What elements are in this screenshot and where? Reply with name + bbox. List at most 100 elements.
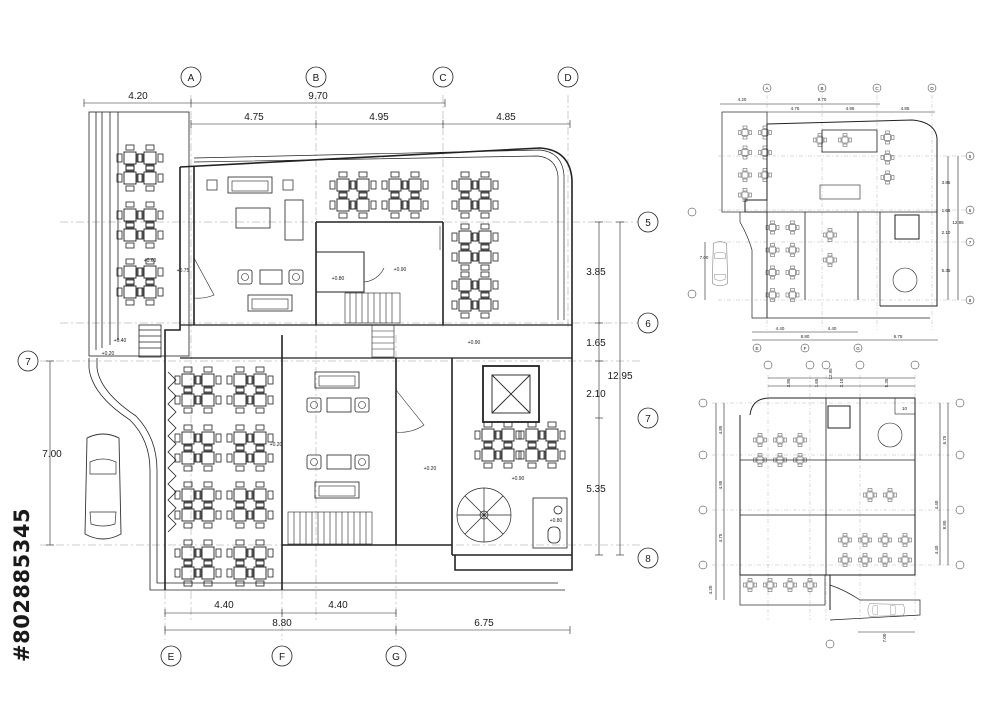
main-plan-labels: A B C D E F G 5 6 7 8 7 4.20 9.70 4.75 4… [25,73,651,663]
sp1-grid-b: B [820,86,823,91]
sp1-grid-d: D [930,86,934,91]
sp1-dim-10: 5.35 [942,268,951,273]
dim-top-2: 9.70 [308,91,328,102]
sp2-dim-6: 4.85 [718,425,723,434]
sp2-dim-11: 4.40 [934,500,939,509]
sp1-dim-14: 8.80 [801,334,810,339]
doors [193,226,441,433]
grid-label-e: E [168,652,175,663]
sp2-dim-8: 4.75 [718,533,723,542]
sp1-grid-8: 8 [969,298,972,303]
level-3: +0.40 [114,338,127,344]
dim-bay-2: 4.95 [369,112,389,123]
grid-label-7: 7 [645,414,651,425]
terrace-outline [88,111,190,358]
sp2-dim-12: 8.80 [942,520,947,529]
small-plan-2: 10 [698,360,965,649]
grid-label-6: 6 [645,319,651,330]
grid-label-g: G [392,652,400,663]
sp1-grid-6: 6 [969,208,972,213]
dim-right-3: 2.10 [586,389,606,400]
sp1-grid-c: C [875,86,879,91]
small-plan-2-labels: 3.85 1.65 2.10 5.35 12.95 4.85 4.95 4.75… [708,368,947,643]
sp1-dim-4: 4.95 [846,106,855,111]
level-9: +0.20 [424,466,437,472]
canopy [193,149,565,320]
grid-label-a: A [188,73,195,84]
sp2-dim-3: 2.10 [839,378,844,387]
dim-right-2: 1.65 [586,338,606,349]
grid-label-5: 5 [645,218,651,229]
storage-room [315,251,365,293]
small-plan-1 [687,83,975,353]
zigzag-wall [167,371,177,533]
sp1-dim-6: 3.85 [942,180,951,185]
sp2-dim-13: 4.40 [934,545,939,554]
sp1-dim-5: 4.85 [901,106,910,111]
level-4: +0.20 [102,351,115,357]
elevator [482,365,540,423]
room-tag: 10 [902,406,908,411]
dim-right-4: 5.35 [586,484,606,495]
stock-id-text: #802885345 [10,507,34,662]
sp1-dim-9: 2.10 [942,230,951,235]
sp1-dim-7: 1.65 [942,208,951,213]
stock-id-watermark: #802885345 [8,462,34,662]
level-11: +0.80 [550,518,563,524]
sp1-grid-e: E [755,346,758,351]
dim-bay-1: 4.75 [244,112,264,123]
dim-bottom-4: 6.75 [474,618,494,629]
main-plan [17,66,659,667]
dimension-lines [46,99,624,634]
sp2-dim-7: 4.95 [718,480,723,489]
sp1-dim-12: 4.40 [776,326,785,331]
dim-bottom-1: 4.40 [214,600,234,611]
level-10: +0.90 [512,476,525,482]
grid-bubbles [17,66,659,667]
sp1-grid-f: F [804,346,807,351]
sp1-dim-11: 7.00 [700,255,709,260]
lounge-furniture [206,176,370,499]
grid-label-d: D [564,73,571,84]
level-8: +0.20 [270,442,283,448]
dim-top-1: 4.20 [128,91,148,102]
grid-label-left-7: 7 [25,357,31,368]
sp2-dim-5: 12.95 [828,368,833,380]
grid-label-c: C [439,73,446,84]
grid-label-8: 8 [645,554,651,565]
toilet-room [532,497,568,549]
sp2-dim-14: 7.00 [882,633,887,642]
sp1-dim-13: 4.40 [828,326,837,331]
level-5: +0.80 [332,276,345,282]
sp2-dim-9: 4.20 [708,585,713,594]
sp2-dim-4: 5.35 [884,378,889,387]
dim-bottom-2: 4.40 [328,600,348,611]
stairs [287,292,401,545]
level-1: +0.60 [144,258,157,264]
parked-car-icon [84,433,122,540]
driveway-ramp [88,358,565,591]
dim-left: 7.00 [42,449,62,460]
sp1-dim-2: 9.70 [818,97,827,102]
sp2-dim-10: 6.75 [942,435,947,444]
sp1-dim-8: 12.95 [952,220,964,225]
level-2: +0.75 [177,268,190,274]
small-plan-1-labels: 4.20 9.70 4.75 4.95 4.85 3.85 1.65 12.95… [700,86,972,351]
sp2-dim-1: 3.85 [786,378,791,387]
dim-bay-3: 4.85 [496,112,516,123]
level-6: +0.90 [394,267,407,273]
dim-right-total: 12.95 [607,371,632,382]
sp1-grid-g: G [856,346,860,351]
sp2-dim-2: 1.65 [814,378,819,387]
sp1-grid-a: A [765,86,768,91]
sp1-grid-5: 5 [969,154,972,159]
exterior-walls [164,147,573,590]
sp1-dim-15: 6.75 [894,334,903,339]
sp1-dim-3: 4.75 [791,106,800,111]
level-7: +0.90 [468,340,481,346]
grid-label-f: F [279,652,285,663]
sp1-grid-7: 7 [969,240,972,245]
grid-label-b: B [313,73,320,84]
